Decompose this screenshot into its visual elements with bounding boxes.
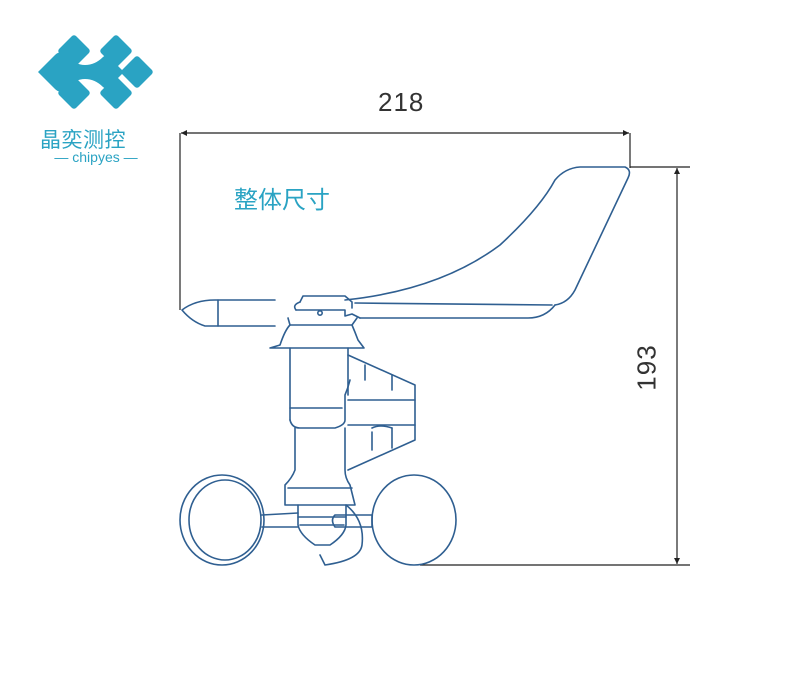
brand-logo bbox=[30, 30, 160, 115]
brand-name-en: — chipyes — bbox=[54, 149, 138, 165]
brand-name-cn: 晶奕测控 bbox=[40, 128, 126, 152]
height-dimension-label: 193 bbox=[631, 344, 662, 391]
drawing-title: 整体尺寸 bbox=[234, 186, 330, 214]
dimension-lines bbox=[179, 130, 690, 566]
diamond-tiles-logo-icon bbox=[38, 35, 153, 109]
width-dimension-label: 218 bbox=[378, 87, 425, 117]
sensor-outline bbox=[179, 166, 631, 566]
